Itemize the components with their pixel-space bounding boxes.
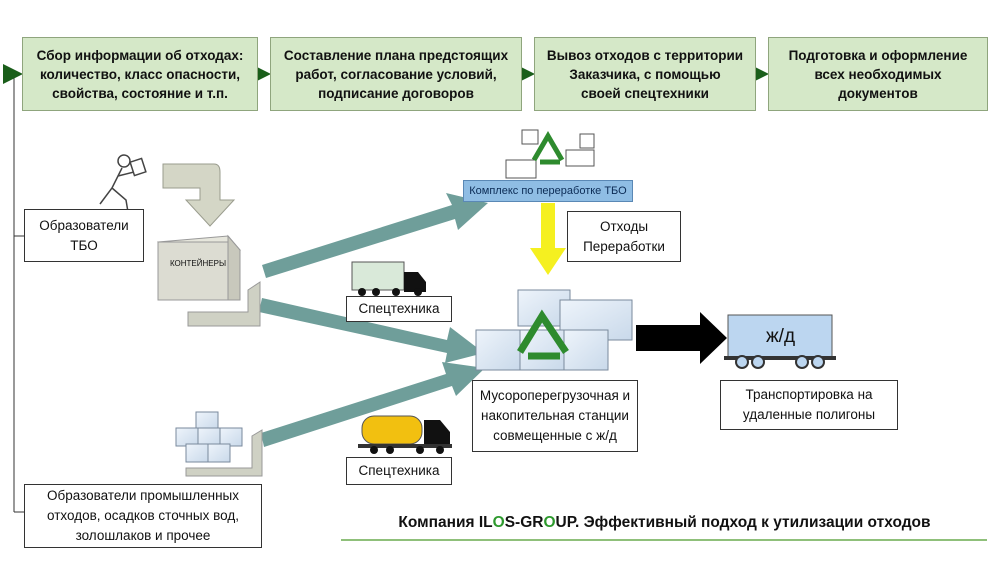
step-text: работ, согласование условий, bbox=[295, 66, 497, 82]
step-planning: Составление плана предстоящих работ, сог… bbox=[270, 37, 522, 111]
recycle-icon bbox=[531, 131, 565, 165]
arrow-containers-to-station bbox=[259, 298, 484, 363]
step-collect-info: Сбор информации об отходах: количество, … bbox=[22, 37, 258, 111]
box-text: золошлаков и прочее bbox=[75, 528, 211, 543]
containers-label: КОНТЕЙНЕРЫ bbox=[169, 259, 227, 268]
box-text: Отходы bbox=[599, 218, 649, 234]
box-text: Транспортировка на bbox=[745, 387, 873, 402]
truck-icon bbox=[351, 261, 426, 296]
arrow-to-complex bbox=[262, 193, 488, 278]
household-waste-producers-box: Образователи ТБО bbox=[24, 209, 144, 262]
box-text: совмещенные с ж/д bbox=[493, 428, 617, 443]
left-connector bbox=[13, 73, 24, 513]
step-text: всех необходимых bbox=[814, 66, 942, 82]
flow-arrows bbox=[259, 193, 488, 447]
box-text: Образователи bbox=[39, 217, 129, 233]
box-text: Образователи промышленных bbox=[46, 488, 240, 503]
recycling-waste-box: Отходы Переработки bbox=[567, 211, 681, 262]
arrow-industrial-to-station bbox=[261, 362, 485, 447]
tanker-label: Спецтехника bbox=[346, 457, 452, 485]
step-removal: Вывоз отходов с территории Заказчика, с … bbox=[534, 37, 756, 111]
step-text: Вывоз отходов с территории bbox=[546, 47, 744, 63]
step-text: своей спецтехники bbox=[581, 85, 709, 101]
black-arrow bbox=[636, 312, 727, 364]
step-text: Составление плана предстоящих bbox=[283, 47, 509, 63]
yellow-down-arrow bbox=[530, 203, 566, 275]
recycling-complex-label: Комплекс по переработке ТБО bbox=[463, 180, 633, 202]
box-stack-icon bbox=[175, 411, 263, 477]
transport-box: Транспортировка на удаленные полигоны bbox=[720, 380, 898, 430]
container-box-icon bbox=[156, 234, 261, 327]
step-text: Подготовка и оформление bbox=[788, 47, 968, 63]
step-text: Сбор информации об отходах: bbox=[36, 47, 244, 63]
step-text: документов bbox=[838, 85, 918, 101]
box-text: отходов, осадков сточных вод, bbox=[47, 508, 239, 523]
curved-arrow-icon bbox=[162, 163, 236, 227]
rail-car-label: ж/д bbox=[765, 326, 796, 347]
person-carrying-icon bbox=[99, 154, 147, 213]
step-text: свойства, состояние и т.п. bbox=[52, 85, 228, 101]
transfer-station-box: Мусороперегрузочная и накопительная стан… bbox=[472, 380, 638, 452]
computer-icon bbox=[505, 129, 595, 179]
industrial-waste-producers-box: Образователи промышленных отходов, осадк… bbox=[24, 484, 262, 548]
box-text: ТБО bbox=[70, 237, 98, 253]
step-text: подписание договоров bbox=[318, 85, 474, 101]
box-text: Мусороперегрузочная и bbox=[479, 388, 631, 403]
step-documents: Подготовка и оформление всех необходимых… bbox=[768, 37, 988, 111]
box-text: накопительная станции bbox=[481, 408, 629, 423]
box-text: удаленные полигоны bbox=[742, 407, 876, 422]
step-text: количество, класс опасности, bbox=[39, 66, 241, 82]
tanker-truck-icon bbox=[358, 415, 452, 454]
footer-caption: Компания ILOS-GROUP. Эффективный подход … bbox=[398, 514, 931, 531]
footer-underline bbox=[341, 539, 987, 541]
box-text: Переработки bbox=[583, 238, 665, 254]
recycle-icon bbox=[517, 309, 569, 360]
rail-car-icon bbox=[724, 314, 836, 369]
truck-label: Спецтехника bbox=[346, 296, 452, 322]
step-text: Заказчика, с помощью bbox=[569, 66, 721, 82]
